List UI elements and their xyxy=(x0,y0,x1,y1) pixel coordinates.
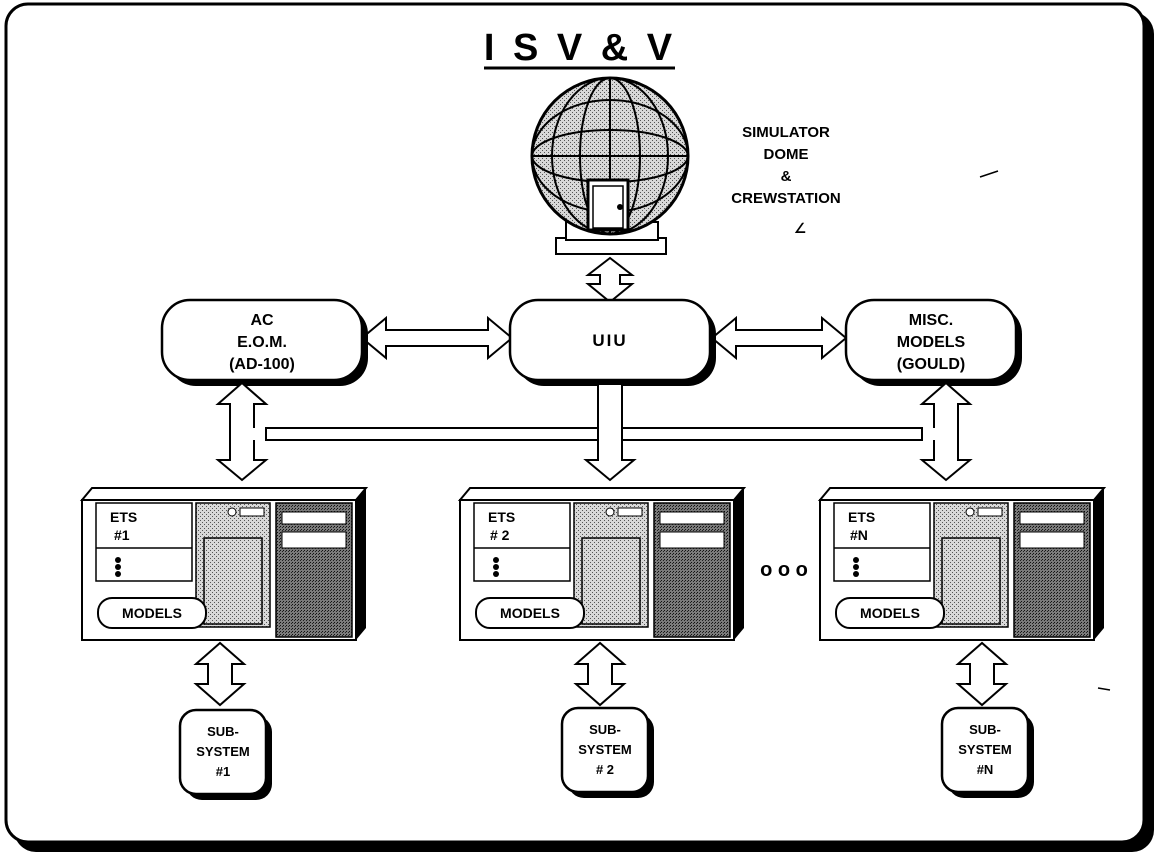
ets2-subsystem-arrow xyxy=(573,641,627,707)
misc-line: MISC. xyxy=(909,312,953,329)
ellipsis: o o o xyxy=(760,559,808,581)
subsystem-line: SUB- xyxy=(589,722,621,737)
bus-network xyxy=(215,381,973,482)
ets-label: #1 xyxy=(114,527,130,543)
ac-line: AC xyxy=(250,312,274,329)
models-label: MODELS xyxy=(500,605,560,621)
subsystem-box-n: SUB- SYSTEM #N xyxy=(940,706,1034,798)
subsystem-line: SUB- xyxy=(207,724,239,739)
subsystem-line: SYSTEM xyxy=(958,742,1011,757)
dome-mark: ∠ xyxy=(794,220,807,236)
misc-line: MODELS xyxy=(897,334,966,351)
ets-label: ETS xyxy=(488,509,515,525)
ets-cabinet-2: ETS # 2 MODELS xyxy=(457,487,747,641)
models-label: MODELS xyxy=(122,605,182,621)
dome-label-line: CREWSTATION xyxy=(731,190,840,207)
models-label: MODELS xyxy=(860,605,920,621)
subsystem-line: # 2 xyxy=(596,762,614,777)
subsystem-line: #1 xyxy=(216,764,230,779)
dome-label-line: & xyxy=(781,168,792,185)
uiu-label: UIU xyxy=(592,331,627,350)
subsystem-line: SYSTEM xyxy=(578,742,631,757)
uiu-box: UIU xyxy=(508,298,716,386)
etsn-subsystem-arrow xyxy=(955,641,1009,707)
stray-mark xyxy=(1097,687,1111,691)
ets-label: #N xyxy=(850,527,868,543)
misc-line: (GOULD) xyxy=(897,356,965,373)
ets-label: ETS xyxy=(848,509,875,525)
subsystem-line: SUB- xyxy=(969,722,1001,737)
stray-mark xyxy=(979,170,999,178)
ac-line: E.O.M. xyxy=(237,334,287,351)
misc-models-box: MISC. MODELS (GOULD) xyxy=(844,298,1022,386)
subsystem-line: #N xyxy=(977,762,994,777)
dome-label-line: DOME xyxy=(764,146,809,163)
subsystem-box-1: SUB- SYSTEM #1 xyxy=(178,708,272,800)
ets-cabinet-n: ETS #N MODELS xyxy=(817,487,1107,641)
diagram-title: I S V & V xyxy=(484,27,676,69)
ac-line: (AD-100) xyxy=(229,356,295,373)
ets-cabinet-1: ETS #1 MODELS xyxy=(79,487,369,641)
simulator-dome-icon xyxy=(530,76,690,255)
ac-eom-box: AC E.O.M. (AD-100) xyxy=(160,298,368,386)
ets-label: # 2 xyxy=(490,527,510,543)
ets-label: ETS xyxy=(110,509,137,525)
ets1-subsystem-arrow xyxy=(193,641,247,707)
dome-label: SIMULATOR DOME & CREWSTATION ∠ xyxy=(731,124,840,236)
subsystem-box-2: SUB- SYSTEM # 2 xyxy=(560,706,654,798)
subsystem-line: SYSTEM xyxy=(196,744,249,759)
dome-label-line: SIMULATOR xyxy=(742,124,830,141)
